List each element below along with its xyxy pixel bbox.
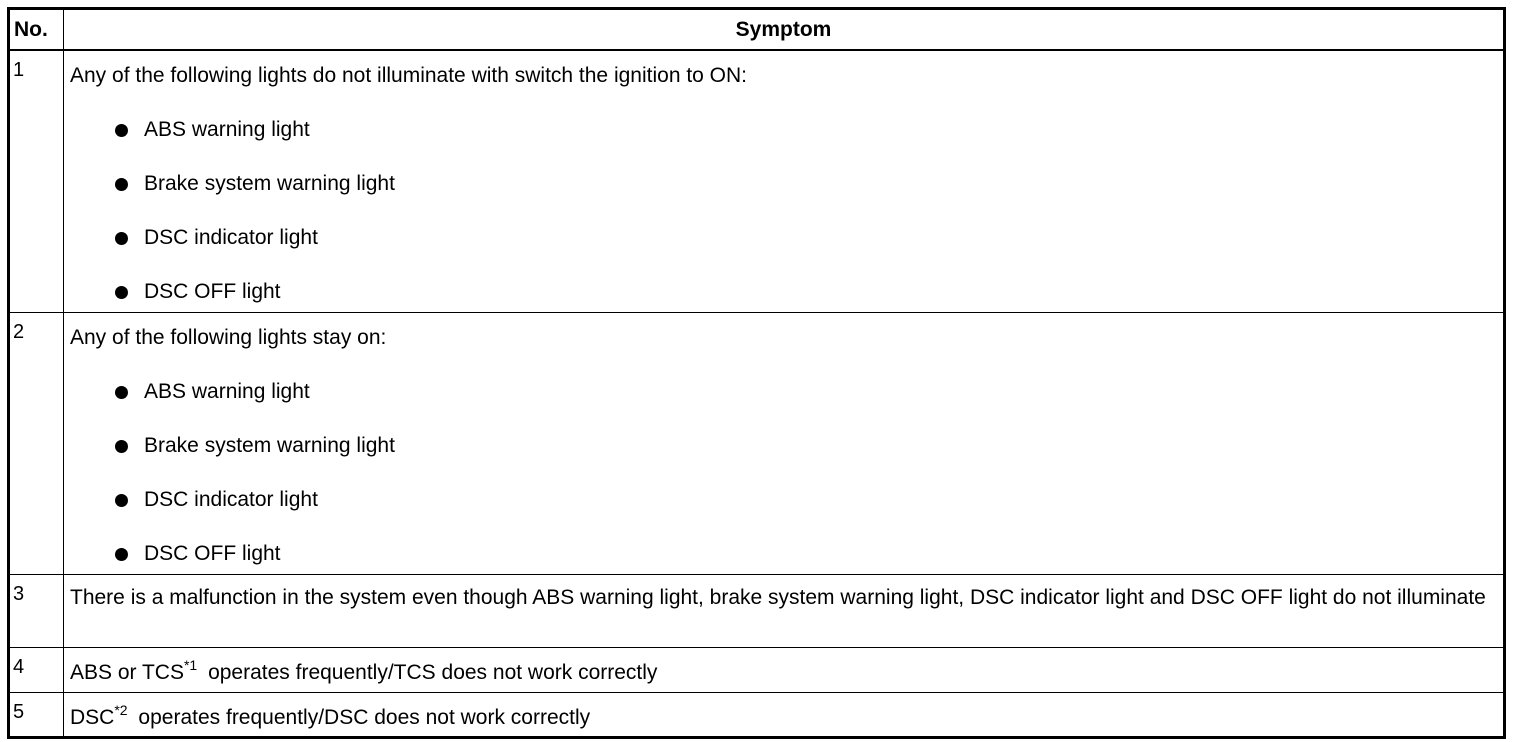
row-number: 2 — [8, 311, 64, 575]
list-item: DSC OFF light — [70, 540, 1503, 568]
list-item: ABS warning light — [70, 378, 1503, 406]
symptom-cell: There is a malfunction in the system eve… — [63, 573, 1505, 648]
symptom-text-after: operates frequently/TCS does not work co… — [208, 660, 658, 684]
bullet-icon — [115, 439, 128, 453]
bullet-icon — [115, 178, 128, 191]
symptom-intro: Any of the following lights do not illum… — [70, 64, 748, 87]
row-number: 3 — [8, 573, 64, 648]
list-item-text: Brake system warning light — [144, 433, 395, 457]
bullet-icon — [115, 232, 128, 245]
symptom-table: No. Symptom 1 Any of the following light… — [7, 7, 1506, 739]
bullet-icon — [115, 493, 128, 507]
header-row: No. Symptom — [8, 8, 1505, 51]
bullet-icon — [115, 547, 128, 561]
symptom-text-before: ABS or TCS — [70, 660, 184, 684]
symptom-cell: ABS or TCS*1 operates frequently/TCS doe… — [63, 646, 1505, 693]
symptom-cell: DSC*2 operates frequently/DSC does not w… — [63, 691, 1505, 738]
list-item-text: DSC indicator light — [144, 487, 318, 511]
header-no: No. — [8, 8, 64, 51]
footnote-marker: *2 — [114, 701, 128, 718]
list-item: Brake system warning light — [70, 170, 1503, 198]
footnote-marker: *1 — [183, 656, 198, 673]
list-item: ABS warning light — [70, 116, 1503, 144]
symptom-intro: Any of the following lights stay on: — [70, 325, 387, 349]
list-item-text: DSC OFF light — [144, 280, 281, 303]
list-item: DSC indicator light — [70, 224, 1503, 252]
symptom-cell: Any of the following lights do not illum… — [63, 49, 1505, 313]
list-item: DSC indicator light — [70, 486, 1503, 514]
bullet-icon — [115, 124, 128, 137]
table-row: 2 Any of the following lights stay on: A… — [8, 311, 1505, 575]
header-symptom: Symptom — [63, 8, 1505, 51]
row-number: 1 — [8, 49, 64, 313]
list-item: Brake system warning light — [70, 432, 1503, 460]
table-row: 3 There is a malfunction in the system e… — [8, 573, 1505, 648]
list-item: DSC OFF light — [70, 278, 1503, 306]
list-item-text: ABS warning light — [144, 379, 310, 403]
symptom-text-after: operates frequently/DSC does not work co… — [138, 705, 591, 729]
row-number: 5 — [8, 691, 64, 738]
symptom-cell: Any of the following lights stay on: ABS… — [63, 311, 1505, 575]
table-row: 1 Any of the following lights do not ill… — [8, 49, 1505, 313]
list-item-text: ABS warning light — [144, 118, 310, 141]
bullet-list: ABS warning light Brake system warning l… — [70, 116, 1503, 306]
table-row: 5 DSC*2 operates frequently/DSC does not… — [8, 691, 1505, 738]
list-item-text: DSC indicator light — [144, 226, 318, 249]
bullet-list: ABS warning light Brake system warning l… — [70, 378, 1503, 568]
row-number: 4 — [8, 646, 64, 693]
symptom-text-before: DSC — [70, 705, 115, 729]
list-item-text: Brake system warning light — [144, 172, 395, 195]
bullet-icon — [115, 385, 128, 399]
bullet-icon — [115, 286, 128, 299]
table-row: 4 ABS or TCS*1 operates frequently/TCS d… — [8, 646, 1505, 693]
list-item-text: DSC OFF light — [144, 541, 281, 565]
